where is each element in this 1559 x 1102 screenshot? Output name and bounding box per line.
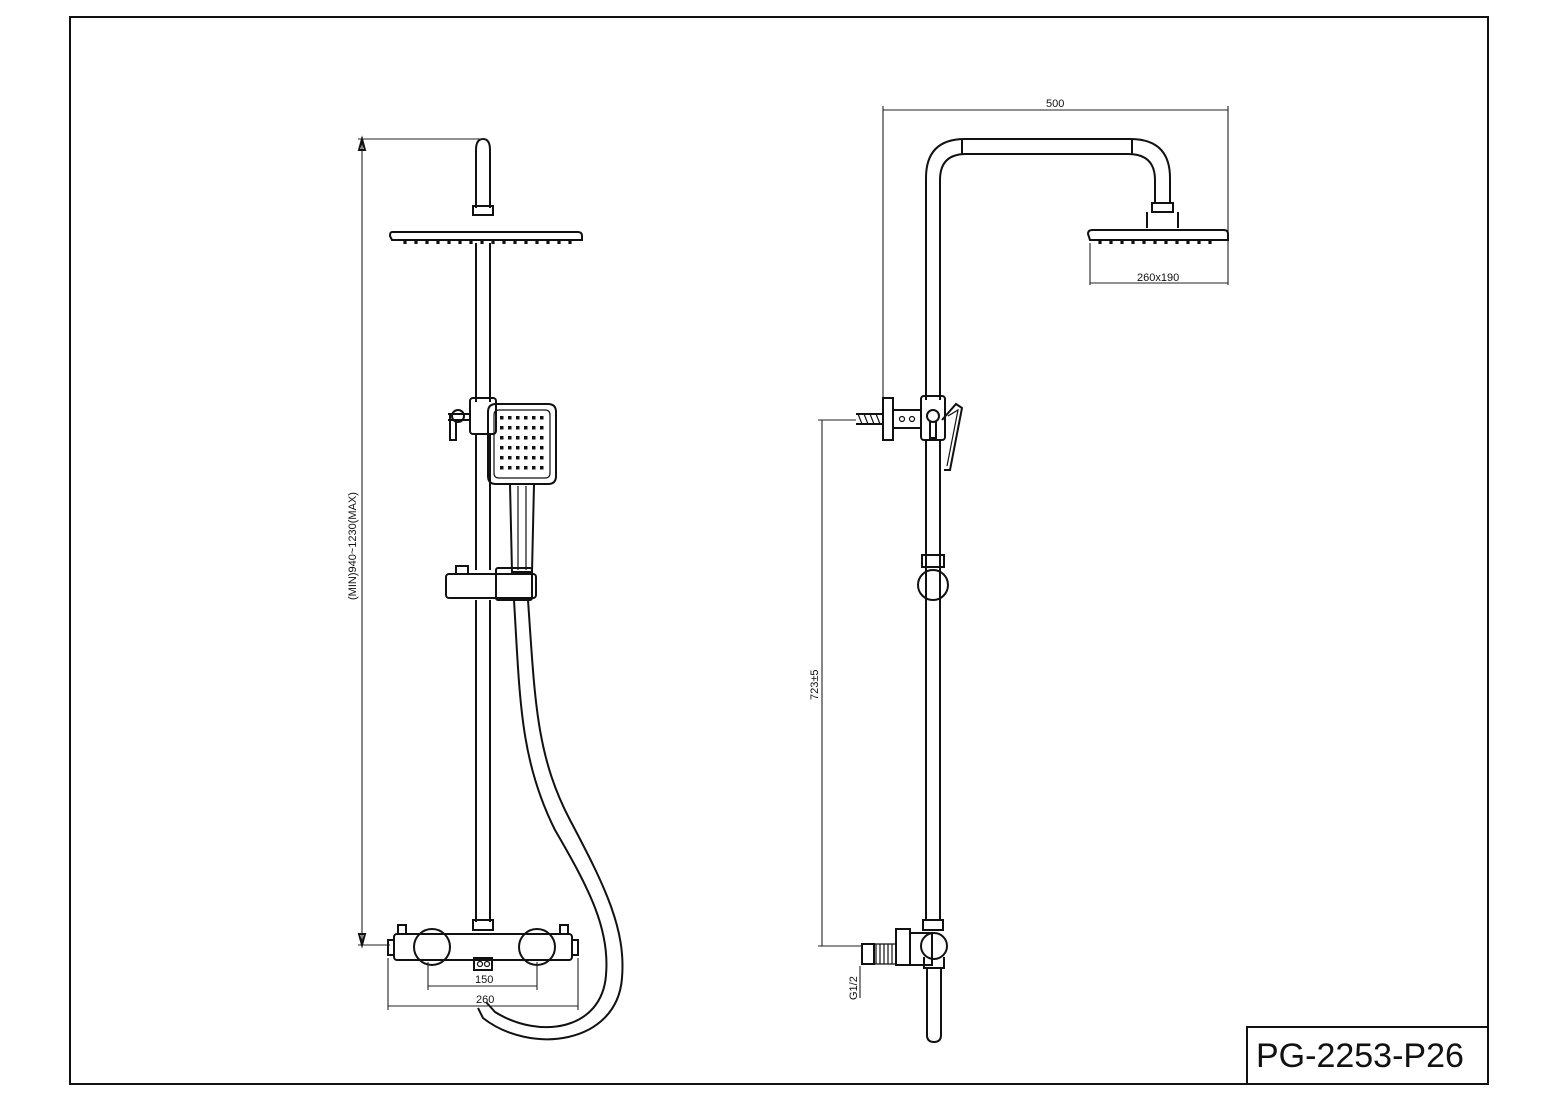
hand-nozzle-dot [532, 456, 536, 460]
hand-nozzle-dot [540, 416, 544, 420]
nozzle-mark [1153, 241, 1157, 244]
hand-nozzle-dot [516, 436, 520, 440]
hand-nozzle-dot [532, 416, 536, 420]
hand-nozzle-dot [524, 466, 528, 470]
hand-nozzle-dot [500, 466, 504, 470]
hand-nozzle-dot [508, 446, 512, 450]
front-view: (MIN)940~1230(MAX) 150 260 [347, 135, 624, 1041]
hand-nozzle-dot [540, 446, 544, 450]
nozzle-mark [1109, 241, 1113, 244]
head-shower-front [388, 231, 583, 244]
thermostatic-mixer-side [861, 928, 948, 1044]
hand-nozzle-dot [532, 446, 536, 450]
hand-nozzle-dot [508, 416, 512, 420]
hand-nozzle-dot [524, 426, 528, 430]
nozzle-mark [425, 241, 429, 244]
height-range-label: (MIN)940~1230(MAX) [347, 492, 359, 600]
hand-nozzle-dot [532, 426, 536, 430]
nozzle-mark [436, 241, 440, 244]
hand-nozzle-dot [516, 456, 520, 460]
nozzle-mark [1197, 241, 1201, 244]
hand-nozzle-dot [524, 436, 528, 440]
hand-nozzle-dot [516, 426, 520, 430]
hand-nozzle-dot [508, 456, 512, 460]
hand-nozzle-dot [524, 416, 528, 420]
hand-nozzle-dot [508, 436, 512, 440]
hand-nozzle-dot [500, 436, 504, 440]
nozzle-mark [568, 241, 572, 244]
nozzle-mark [557, 241, 561, 244]
hand-nozzle-dot [508, 426, 512, 430]
reach-label: 500 [1046, 98, 1064, 110]
nozzle-mark [1208, 241, 1212, 244]
hand-nozzle-dot [540, 456, 544, 460]
nozzle-mark [1098, 241, 1102, 244]
hand-nozzle-dot [516, 446, 520, 450]
nozzle-mark [546, 241, 550, 244]
title-block: PG-2253-P26 [1246, 1026, 1488, 1085]
hand-nozzle-dot [508, 466, 512, 470]
nozzle-mark [1175, 241, 1179, 244]
nozzle-mark [403, 241, 407, 244]
outlet-spacing-label: 150 [475, 974, 493, 986]
nozzle-mark [502, 241, 506, 244]
nozzle-mark [458, 241, 462, 244]
thread-size-label: G1/2 [848, 976, 860, 1000]
hand-nozzle-dot [516, 466, 520, 470]
nozzle-mark [480, 241, 484, 244]
hand-nozzle-dot [516, 416, 520, 420]
nozzle-mark [469, 241, 473, 244]
thermostatic-mixer-front [387, 924, 579, 971]
hand-nozzle-dot [500, 446, 504, 450]
nozzle-mark [1142, 241, 1146, 244]
hand-nozzle-dot [500, 426, 504, 430]
drawing-frame [69, 16, 1489, 1085]
nozzle-mark [1186, 241, 1190, 244]
nozzle-mark [1131, 241, 1135, 244]
hand-nozzle-dot [540, 436, 544, 440]
head-size-label: 260x190 [1137, 272, 1179, 284]
nozzle-mark [1164, 241, 1168, 244]
hand-nozzle-dot [500, 456, 504, 460]
hand-nozzle-dot [532, 436, 536, 440]
hand-nozzle-dot [524, 446, 528, 450]
nozzle-mark [414, 241, 418, 244]
side-view: 500 260x190 [809, 98, 1229, 1044]
model-code: PG-2253-P26 [1256, 1037, 1464, 1075]
nozzle-mark [535, 241, 539, 244]
hand-nozzle-dot [500, 416, 504, 420]
head-shower-side [1086, 212, 1229, 244]
hand-nozzle-dot [540, 466, 544, 470]
nozzle-mark [524, 241, 528, 244]
hand-nozzle-dot [540, 426, 544, 430]
mixer-width-label: 260 [476, 994, 494, 1006]
nozzle-mark [491, 241, 495, 244]
hand-nozzle-dot [532, 466, 536, 470]
hand-nozzle-dot [524, 456, 528, 460]
nozzle-mark [513, 241, 517, 244]
nozzle-mark [1120, 241, 1124, 244]
hand-shower-front [487, 403, 557, 573]
nozzle-mark [447, 241, 451, 244]
holder-height-label: 723±5 [809, 669, 821, 700]
